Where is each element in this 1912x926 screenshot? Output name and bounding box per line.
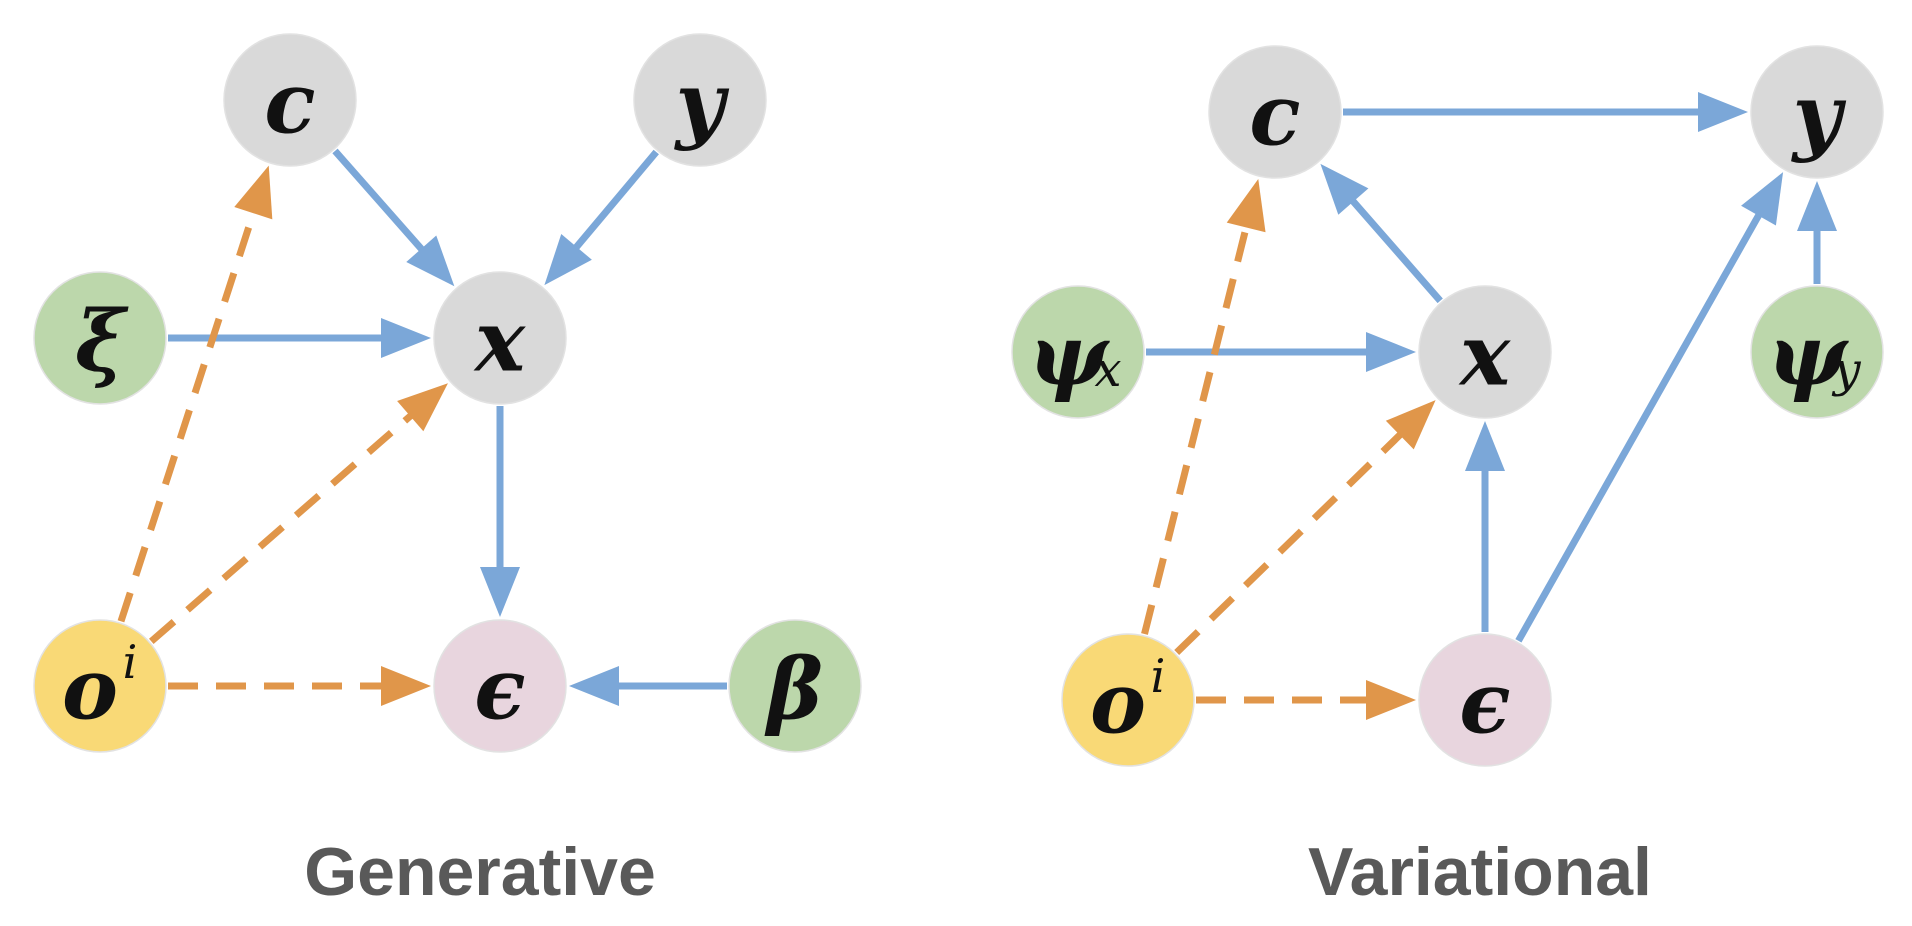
variational-node-x-circle [1418,285,1552,419]
variational-node-eps: ϵ [1418,633,1552,767]
variational-edge-eps-to-x-arrowhead [1465,421,1505,471]
generative-edge-c-to-x-arrowhead [406,235,455,287]
generative-node-o-superscript: i [123,635,138,689]
generative-edges [117,148,727,706]
generative-node-x-circle [433,271,567,405]
generative-node-eps-circle [433,619,567,753]
variational-edge-o-to-c-line [1141,222,1251,635]
variational-node-c-symbol: c [1249,66,1300,165]
generative-node-y-circle [633,33,767,167]
variational-edge-o-to-x-arrowhead [1385,400,1436,450]
generative-panel-label: Generative [304,834,656,910]
generative-node-eps: ϵ [433,619,567,753]
generative-edge-y-to-x-arrowhead [544,234,592,286]
generative-node-xi-circle [33,271,167,405]
variational-edge-o-to-eps-arrowhead [1366,680,1416,720]
variational-edge-x-to-c-line [1348,196,1443,304]
generative-node-beta-circle [728,619,862,753]
variational-node-psix: ψx [1011,285,1145,419]
variational-node-c: c [1208,45,1342,179]
variational-node-y-circle [1750,45,1884,179]
variational-node-psiy-subscript: y [1831,342,1861,398]
variational-edge-eps-to-y-line [1515,210,1764,643]
variational-node-psix-symbol: ψ [1028,306,1110,405]
generative-edge-c-to-x-line [332,148,427,255]
generative-node-c: c [223,33,357,167]
generative-node-beta-symbol: β [764,640,823,739]
generative-node-beta: β [728,619,862,753]
variational-edge-psix-to-x-arrowhead [1366,332,1416,372]
generative-edge-o-to-c-line [117,208,258,623]
variational-edge-psiy-to-y-arrowhead [1797,181,1837,231]
generative-edge-o-to-eps-arrowhead [381,666,431,706]
generative-node-o-circle [33,619,167,753]
variational-panel-label: Variational [1308,834,1652,910]
variational-node-x: x [1418,285,1552,419]
variational-node-psix-circle [1011,285,1145,419]
generative-edge-o-to-c-arrowhead [234,165,273,220]
variational-node-c-circle [1208,45,1342,179]
generative-node-c-symbol: c [264,54,315,153]
variational-edges [1141,92,1837,720]
variational-node-o-circle [1061,633,1195,767]
variational-node-psiy-circle [1750,285,1884,419]
generative-node-xi-symbol: ξ [75,292,129,391]
variational-node-psiy: ψy [1750,285,1884,419]
variational-node-y: y [1750,45,1884,179]
generative-edge-y-to-x-line [571,149,659,253]
variational-edge-x-to-c-arrowhead [1320,163,1369,215]
variational-node-psiy-symbol: ψ [1767,306,1849,405]
generative-node-c-circle [223,33,357,167]
variational-node-eps-symbol: ϵ [1459,654,1510,753]
variational-node-y-symbol: y [1791,66,1847,165]
generative-edge-xi-to-x-arrowhead [381,318,431,358]
variational-edge-o-to-c-arrowhead [1226,178,1266,233]
variational-node-x-symbol: x [1458,306,1511,405]
generative-node-xi: ξ [33,271,167,405]
generative-edge-o-to-x-line [149,410,416,645]
generative-node-y-symbol: y [674,54,730,153]
variational-edge-c-to-y-arrowhead [1698,92,1748,132]
variational-edge-o-to-x-line [1174,429,1406,656]
generative-node-x-symbol: x [473,292,526,391]
generative-edge-o-to-x-arrowhead [397,383,448,432]
variational-edge-eps-to-y-arrowhead [1741,172,1784,226]
variational-node-psix-subscript: x [1094,342,1121,398]
variational-node-o-superscript: i [1151,649,1166,703]
generative-edge-beta-to-eps-arrowhead [569,666,619,706]
generative-node-o-symbol: o [62,640,118,739]
generative-node-y: y [633,33,767,167]
generative-edge-x-to-eps-arrowhead [480,567,520,617]
generative-node-eps-symbol: ϵ [474,640,525,739]
variational-node-o-symbol: o [1090,654,1146,753]
generative-node-x: x [433,271,567,405]
variational-node-eps-circle [1418,633,1552,767]
